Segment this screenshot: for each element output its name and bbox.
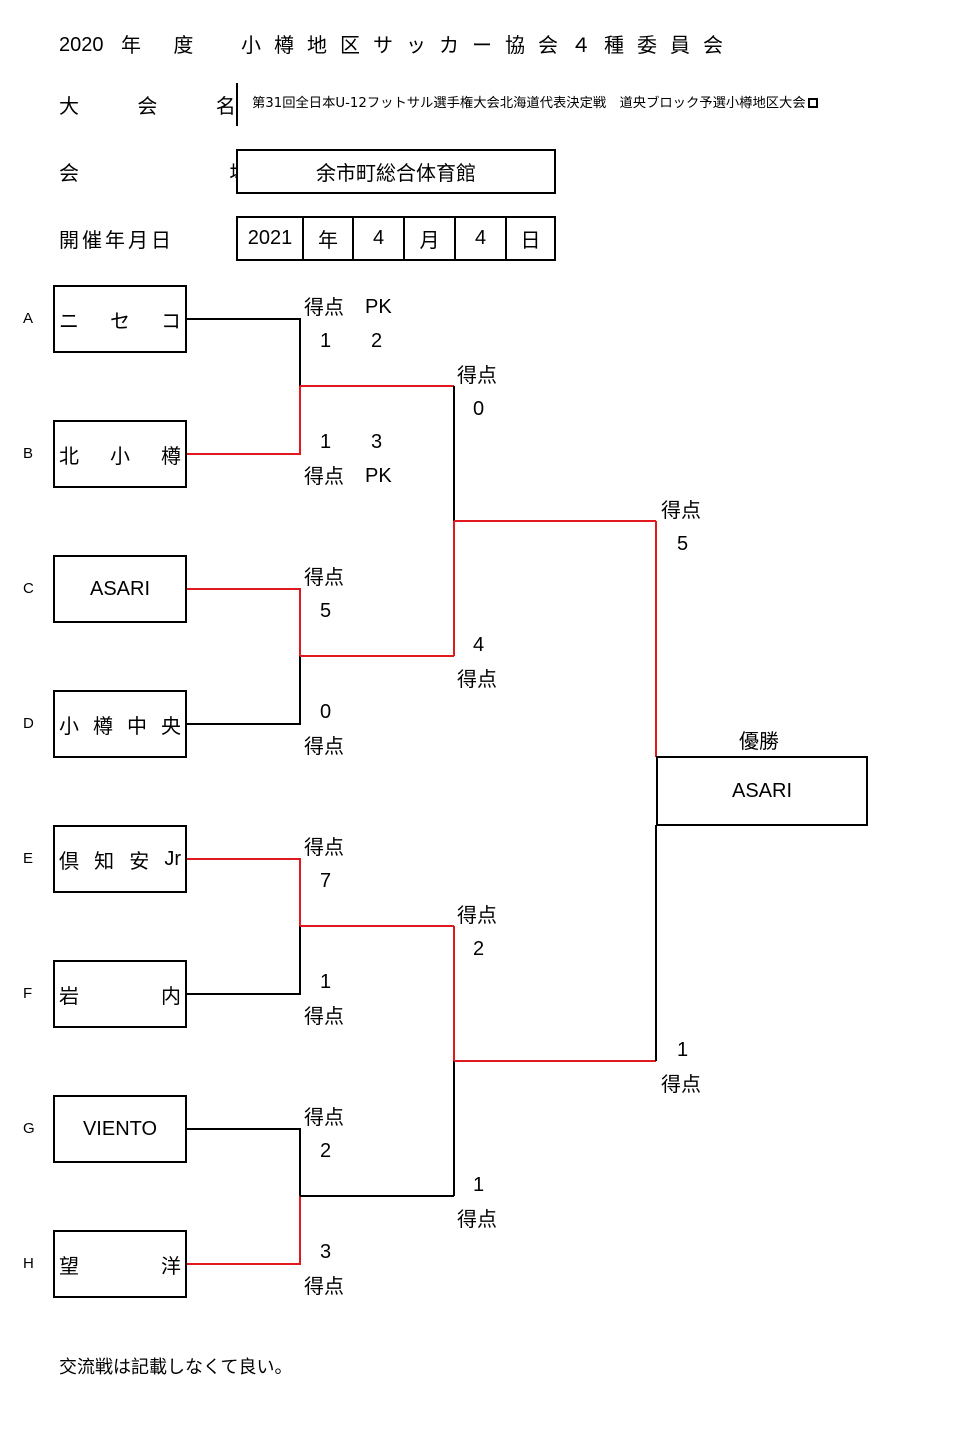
team-d-char: 小: [59, 713, 79, 738]
score-label: 得点: [304, 1105, 344, 1129]
match-1-lines: [187, 318, 454, 455]
team-box-h: 望 洋: [53, 1230, 187, 1298]
match-3-top-score: 7: [320, 870, 332, 892]
team-a-char: コ: [161, 308, 181, 333]
pk-label: PK: [365, 465, 392, 487]
score-label: 得点: [661, 1072, 701, 1096]
match-1-bottom-score: 1: [320, 431, 332, 453]
date-year-unit: 年: [302, 218, 352, 259]
team-e-char: 安: [129, 848, 150, 873]
semifinal-1-top-score: 0: [473, 398, 485, 420]
team-d-char: 樽: [93, 713, 113, 738]
score-label: 得点: [304, 1274, 344, 1298]
team-h-char: 洋: [161, 1253, 181, 1278]
team-letter-d: D: [23, 715, 34, 732]
match-4-top-score: 2: [320, 1140, 332, 1162]
date-box: 2021 年 4 月 4 日: [236, 216, 556, 261]
season-year-suffix: 年 度: [121, 33, 207, 57]
team-e-char: 倶: [59, 848, 79, 873]
champion-label: 優勝: [739, 729, 779, 753]
date-month-unit: 月: [403, 218, 454, 259]
score-label: 得点: [457, 363, 497, 387]
team-b-char: 北: [59, 443, 79, 468]
date-year: 2021: [247, 227, 293, 249]
final-bottom-score: 1: [677, 1039, 689, 1061]
score-label: 得点: [304, 565, 344, 589]
team-letter-c: C: [23, 580, 34, 597]
score-label: 得点: [457, 1207, 497, 1231]
match-1-top-score: 1: [320, 330, 332, 352]
checkbox-icon: [807, 98, 818, 108]
team-letter-e: E: [23, 850, 34, 867]
score-label: 得点: [304, 464, 344, 488]
team-d-char: 中: [127, 713, 147, 738]
score-label: 得点: [304, 295, 344, 319]
score-label: 得点: [304, 734, 344, 758]
team-d-char: 央: [161, 713, 181, 738]
team-box-a: ニ セ コ: [53, 285, 187, 353]
champion-name: ASARI: [731, 779, 793, 802]
team-e-char: Jr: [164, 847, 181, 870]
team-box-b: 北 小 樽: [53, 420, 187, 488]
match-2-top-score: 5: [320, 600, 332, 622]
date-label: 開催年月日: [59, 228, 174, 252]
tournament-name: 第31回全日本U-12フットサル選手権大会北海道代表決定戦 道央ブロック予選小樽…: [252, 95, 818, 113]
final-top-score: 5: [677, 533, 689, 555]
match-4-lines: [187, 1128, 454, 1265]
score-label: 得点: [457, 903, 497, 927]
team-g-name: VIENTO: [82, 1117, 158, 1140]
team-e-char: 知: [94, 848, 115, 873]
score-label: 得点: [457, 667, 497, 691]
venue-label: 会 場: [59, 161, 322, 185]
match-2-lines: [187, 588, 454, 725]
champion-box: ASARI: [656, 756, 868, 826]
team-letter-g: G: [23, 1120, 35, 1137]
match-3-lines: [187, 858, 454, 995]
team-box-f: 岩 内: [53, 960, 187, 1028]
team-b-char: 小: [110, 443, 130, 468]
match-1-top-pk: 2: [371, 330, 383, 352]
team-box-g: VIENTO: [53, 1095, 187, 1163]
semifinal-1-bottom-score: 4: [473, 634, 485, 656]
team-letter-a: A: [23, 310, 34, 327]
team-a-char: ニ: [59, 308, 79, 333]
match-2-bottom-score: 0: [320, 701, 332, 723]
match-3-bottom-score: 1: [320, 971, 332, 993]
tournament-label: 大 会 名: [59, 94, 262, 118]
team-letter-h: H: [23, 1255, 34, 1272]
semifinal-1-lines: [453, 386, 656, 656]
team-f-char: 岩: [59, 983, 79, 1008]
organization-name: 小樽地区サッカー協会４種委員会: [241, 33, 736, 57]
team-box-d: 小 樽 中 央: [53, 690, 187, 758]
footnote: 交流戦は記載しなくて良い。: [59, 1357, 293, 1378]
season-year: 2020: [59, 34, 104, 56]
date-day: 4: [454, 218, 505, 259]
date-month: 4: [352, 218, 403, 259]
pk-label: PK: [365, 296, 392, 318]
score-label: 得点: [661, 498, 701, 522]
score-label: 得点: [304, 835, 344, 859]
team-letter-f: F: [23, 985, 33, 1002]
match-1-bottom-pk: 3: [371, 431, 383, 453]
date-day-unit: 日: [505, 218, 554, 259]
match-4-bottom-score: 3: [320, 1241, 332, 1263]
semifinal-2-top-score: 2: [473, 938, 485, 960]
team-box-e: 倶 知 安 Jr: [53, 825, 187, 893]
team-a-char: セ: [110, 308, 130, 333]
semifinal-2-lines: [453, 926, 656, 1196]
venue-value: 余市町総合体育館: [316, 161, 476, 185]
semifinal-2-bottom-score: 1: [473, 1174, 485, 1196]
team-box-c: ASARI: [53, 555, 187, 623]
venue-box: 余市町総合体育館: [236, 149, 556, 194]
team-f-char: 内: [161, 983, 181, 1008]
score-label: 得点: [304, 1004, 344, 1028]
team-c-name: ASARI: [89, 577, 151, 600]
team-letter-b: B: [23, 445, 34, 462]
team-h-char: 望: [59, 1253, 79, 1278]
team-b-char: 樽: [161, 443, 181, 468]
tournament-divider: [236, 83, 238, 126]
